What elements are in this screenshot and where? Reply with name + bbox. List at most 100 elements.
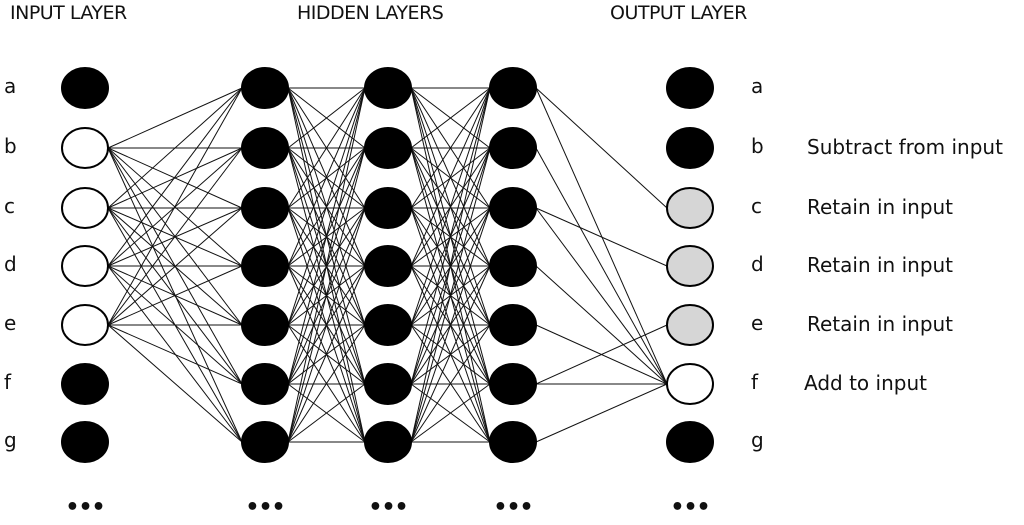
connection-line — [107, 207, 243, 326]
connection-line — [410, 87, 491, 443]
output-node-f — [666, 363, 714, 405]
input-row-label: c — [4, 194, 15, 219]
hidden-3-node-d — [489, 245, 537, 287]
output-row-label: f — [751, 370, 759, 395]
output-node-g — [666, 421, 714, 463]
connection-line — [107, 324, 243, 385]
connection-line — [107, 87, 243, 267]
connection-line — [410, 147, 491, 443]
output-row-label: b — [751, 134, 764, 159]
output-connection-line — [535, 87, 668, 385]
hidden-layers-heading: HIDDEN LAYERS — [297, 2, 444, 24]
connection-line — [287, 383, 366, 443]
connection-line — [410, 207, 491, 443]
connection-line — [287, 87, 366, 267]
output-node-a — [666, 67, 714, 109]
connection-line — [410, 87, 491, 326]
input-node-f — [61, 363, 109, 405]
output-row-label: a — [751, 74, 764, 99]
connection-line — [287, 87, 366, 209]
input-node-c — [61, 187, 109, 229]
connection-line — [410, 324, 491, 443]
output-connection-line — [535, 87, 668, 209]
input-row-label: a — [4, 74, 17, 99]
output-row-label: c — [751, 194, 762, 219]
connection-line — [287, 207, 366, 443]
ellipsis-more-nodes: ••• — [368, 495, 408, 520]
hidden-2-node-e — [364, 304, 412, 346]
output-layer-heading: OUTPUT LAYER — [610, 2, 747, 24]
output-node-e — [666, 304, 714, 346]
connection-line — [107, 265, 243, 326]
output-row-label: g — [751, 428, 764, 453]
input-row-label: e — [4, 311, 17, 336]
ellipsis-more-nodes: ••• — [245, 495, 285, 520]
connection-line — [287, 87, 366, 443]
input-row-label: g — [4, 428, 17, 453]
connection-line — [107, 147, 243, 326]
hidden-1-node-f — [241, 363, 289, 405]
output-action-label: Retain in input — [807, 194, 954, 219]
hidden-1-node-b — [241, 127, 289, 169]
connection-line — [287, 265, 366, 443]
hidden-1-node-d — [241, 245, 289, 287]
input-row-label: b — [4, 134, 17, 159]
connection-line — [410, 383, 491, 443]
output-row-label: e — [751, 311, 764, 336]
output-action-label: Retain in input — [807, 311, 954, 336]
ellipsis-more-nodes: ••• — [670, 495, 710, 520]
input-node-b — [61, 127, 109, 169]
hidden-2-node-c — [364, 187, 412, 229]
hidden-2-node-a — [364, 67, 412, 109]
hidden-3-node-e — [489, 304, 537, 346]
output-node-b — [666, 127, 714, 169]
connection-line — [287, 324, 366, 443]
output-connection-line — [535, 265, 668, 385]
input-row-label: d — [4, 252, 17, 277]
connection-line — [107, 147, 243, 209]
ellipsis-more-nodes: ••• — [65, 495, 105, 520]
input-node-a — [61, 67, 109, 109]
hidden-3-node-f — [489, 363, 537, 405]
output-node-c — [666, 187, 714, 229]
hidden-2-node-f — [364, 363, 412, 405]
connection-line — [287, 147, 366, 443]
output-node-d — [666, 245, 714, 287]
hidden-2-node-d — [364, 245, 412, 287]
output-connection-line — [535, 383, 668, 443]
hidden-3-node-b — [489, 127, 537, 169]
input-node-e — [61, 304, 109, 346]
ellipsis-more-nodes: ••• — [493, 495, 533, 520]
output-connection-line — [535, 147, 668, 385]
connection-line — [287, 87, 366, 149]
connection-line — [287, 87, 366, 385]
connection-line — [410, 87, 491, 385]
connection-line — [107, 324, 243, 443]
hidden-1-node-g — [241, 421, 289, 463]
output-action-label: Retain in input — [807, 252, 954, 277]
output-action-label: Subtract from input — [807, 134, 1003, 159]
hidden-2-node-g — [364, 421, 412, 463]
connection-line — [107, 87, 243, 149]
hidden-1-node-e — [241, 304, 289, 346]
connections — [107, 87, 668, 443]
hidden-1-node-c — [241, 187, 289, 229]
nodes — [61, 67, 714, 463]
output-row-label: d — [751, 252, 764, 277]
connection-line — [107, 87, 243, 326]
connection-line — [107, 87, 243, 209]
input-layer-heading: INPUT LAYER — [10, 2, 127, 24]
hidden-3-node-c — [489, 187, 537, 229]
hidden-3-node-g — [489, 421, 537, 463]
output-action-label: Add to input — [804, 370, 927, 395]
connection-line — [410, 265, 491, 443]
connection-line — [410, 87, 491, 267]
connection-line — [287, 87, 366, 326]
output-connection-line — [535, 324, 668, 385]
hidden-3-node-a — [489, 67, 537, 109]
hidden-2-node-b — [364, 127, 412, 169]
output-connection-line — [535, 207, 668, 385]
input-row-label: f — [4, 370, 12, 395]
connection-line — [410, 87, 491, 149]
